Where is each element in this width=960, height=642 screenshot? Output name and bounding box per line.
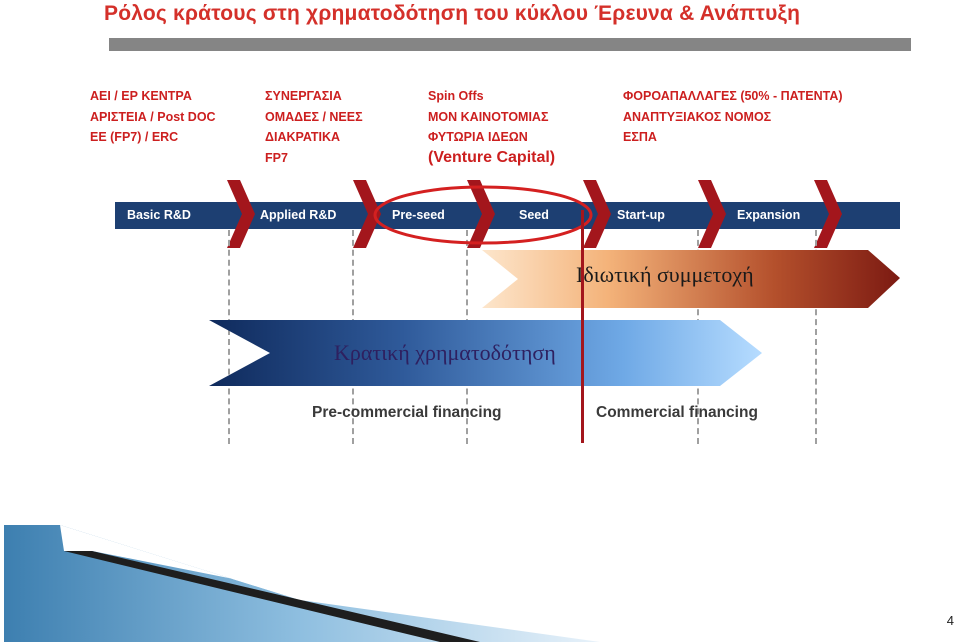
commercial-label: Commercial financing <box>596 404 758 421</box>
pre-commercial-label: Pre-commercial financing <box>312 404 502 421</box>
column-line: Spin Offs <box>428 89 484 103</box>
column-universities: ΑΕΙ / ΕΡ ΚΕΝΤΡΑ ΑΡΙΣΤΕΙΑ / Post DOC ΕΕ (… <box>90 86 216 148</box>
column-line: ΑΝΑΠΤΥΞΙΑΚΟΣ ΝΟΜΟΣ <box>623 109 772 124</box>
private-participation-arrow <box>482 250 900 308</box>
stage-label: Start-up <box>617 208 665 222</box>
chevron-6 <box>814 180 842 248</box>
commercial-boundary-line <box>581 210 584 443</box>
page-number: 4 <box>946 613 954 628</box>
state-funding-label: Κρατική χρηματοδότηση <box>334 340 556 365</box>
column-line: ΔΙΑΚΡΑΤΙΚΑ <box>265 130 341 144</box>
state-funding-arrow <box>209 320 762 386</box>
column-cooperation: ΣΥΝΕΡΓΑΣΙΑ ΟΜΑΔΕΣ / ΝΕΕΣ ΔΙΑΚΡΑΤΙΚΑ FP7 <box>265 86 363 168</box>
column-line: ΑΕΙ / ΕΡ ΚΕΝΤΡΑ <box>90 89 192 103</box>
title-underline-bar <box>109 38 911 51</box>
column-spin-offs: Spin Offs ΜΟΝ ΚΑΙΝΟΤΟΜΙΑΣ ΦΥΤΩΡΙΑ ΙΔΕΩΝ … <box>428 86 555 168</box>
column-line: ΦΥΤΩΡΙΑ ΙΔΕΩΝ <box>428 130 528 144</box>
column-line: ΣΥΝΕΡΓΑΣΙΑ <box>265 89 342 103</box>
column-line: ΟΜΑΔΕΣ / ΝΕΕΣ <box>265 109 363 124</box>
column-line: ΜΟΝ ΚΑΙΝΟΤΟΜΙΑΣ <box>428 109 549 124</box>
stage-label: Seed <box>519 208 549 222</box>
column-line: ΕΕ (FP7) / ERC <box>90 130 179 144</box>
venture-capital-label: (Venture Capital) <box>428 148 556 166</box>
chevron-3 <box>467 180 495 248</box>
column-line: ΕΣΠΑ <box>623 130 657 144</box>
highlight-circle <box>373 185 593 245</box>
dashed-guide <box>228 230 230 444</box>
chevron-5 <box>698 180 726 248</box>
slide-title: Ρόλος κράτους στη χρηματοδότηση του κύκλ… <box>104 2 801 25</box>
column-line: FP7 <box>265 150 288 165</box>
column-line: ΑΡΙΣΤΕΙΑ / Post DOC <box>90 109 216 124</box>
stage-label: Expansion <box>737 208 801 222</box>
stage-label: Basic R&D <box>127 208 191 222</box>
column-line: ΦΟΡΟΑΠΑΛΛΑΓΕΣ (50% - ΠΑΤΕΝΤΑ) <box>623 89 843 103</box>
chevron-4 <box>583 180 611 248</box>
stage-label: Pre-seed <box>392 208 445 222</box>
dashed-guide <box>815 230 817 444</box>
private-participation-label: Ιδιωτική συμμετοχή <box>576 262 754 287</box>
column-tax-incentives: ΦΟΡΟΑΠΑΛΛΑΓΕΣ (50% - ΠΑΤΕΝΤΑ) ΑΝΑΠΤΥΞΙΑΚ… <box>623 86 843 148</box>
chevron-1 <box>227 180 255 248</box>
stage-label: Applied R&D <box>260 208 337 222</box>
